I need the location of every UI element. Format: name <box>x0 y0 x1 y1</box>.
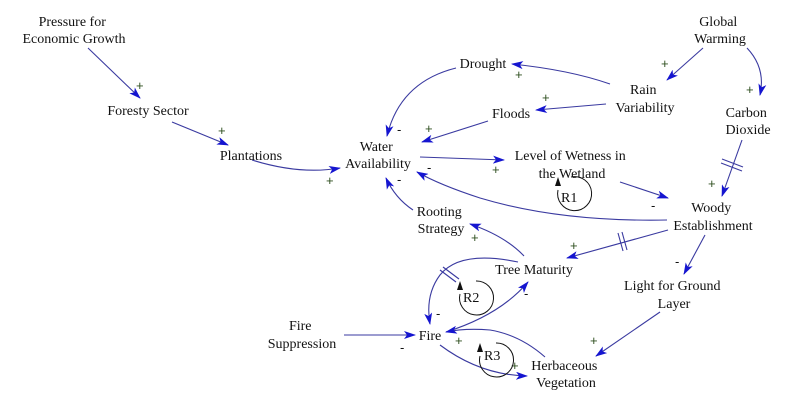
node-rooting-strategy: Rooting Strategy <box>417 205 466 237</box>
link-global-to-rain <box>666 47 704 81</box>
polarity-suppression-fire: - <box>400 340 404 355</box>
link-floods-to-water <box>421 120 489 143</box>
polarity-light-herb: + <box>590 333 598 348</box>
node-fire: Fire <box>419 329 442 344</box>
link-woody-to-water <box>416 171 668 221</box>
polarity-global-carbon: + <box>746 82 754 97</box>
node-global-warming: Global Warming <box>694 15 746 47</box>
node-floods: Floods <box>492 107 530 122</box>
link-plantations-to-water <box>251 159 341 174</box>
delay-mark-woody-tree-2 <box>621 231 628 251</box>
polarity-global-rain: + <box>661 56 669 71</box>
polarity-rain-floods: + <box>542 90 550 105</box>
polarity-pressure-forestry: + <box>136 78 144 93</box>
loop-r1-arrow-icon <box>555 177 561 186</box>
link-light-to-herb <box>595 311 661 357</box>
polarity-wetness-woody: - <box>651 198 655 213</box>
link-pressure-to-forestry <box>87 47 141 99</box>
node-herbaceous-vegetation: Herbaceous Vegetation <box>531 359 601 391</box>
link-carbon-to-woody <box>721 139 743 197</box>
loop-r1: R1 <box>555 176 593 212</box>
polarity-fire-tree: - <box>524 286 528 301</box>
link-tree-to-fire <box>424 257 519 325</box>
polarity-herb-fire: + <box>455 333 463 348</box>
link-drought-to-water <box>385 67 457 137</box>
loop-r3-arrow-icon <box>477 343 483 352</box>
link-rain-to-drought <box>511 61 611 85</box>
node-fire-suppression: Fire Suppression <box>268 319 336 352</box>
node-drought: Drought <box>460 57 507 72</box>
node-level-of-wetness: Level of Wetness in the Wetland <box>515 149 629 182</box>
link-tree-to-rooting <box>469 223 525 257</box>
loop-r1-circle <box>557 176 593 212</box>
polarity-forestry-plantations: + <box>218 123 226 138</box>
polarity-floods-water: + <box>425 121 433 136</box>
link-woody-to-tree <box>566 229 669 259</box>
loop-r2-label: R2 <box>463 291 479 306</box>
node-carbon-dioxide: Carbon Dioxide <box>725 106 770 138</box>
link-water-to-wetness <box>419 155 505 164</box>
node-light-for-ground-layer: Light for Ground Layer <box>624 279 724 312</box>
polarity-tree-rooting: + <box>471 230 479 245</box>
polarity-carbon-woody: + <box>708 176 716 191</box>
loop-r1-label: R1 <box>561 191 577 206</box>
loop-r2: R2 <box>457 280 495 316</box>
delay-mark-tree-fire <box>439 269 457 283</box>
delay-mark-carbon-woody-2 <box>720 162 743 172</box>
link-woody-to-light <box>683 234 706 275</box>
delay-mark-tree-fire-2 <box>442 266 460 280</box>
polarity-drought-water: - <box>397 122 401 137</box>
node-tree-maturity: Tree Maturity <box>495 263 573 278</box>
node-plantations: Plantations <box>220 149 282 164</box>
loop-r2-arrow-icon <box>457 281 463 290</box>
link-forestry-to-plantations <box>171 121 229 146</box>
loop-r2-circle <box>459 280 495 316</box>
loop-r3-circle <box>479 342 515 378</box>
link-global-to-carbon <box>746 47 767 96</box>
polarity-woody-water: - <box>427 160 431 175</box>
polarity-fire-herb: + <box>511 358 519 373</box>
node-rain-variability: Rain Variability <box>615 83 674 116</box>
polarity-woody-light: - <box>675 254 679 269</box>
loop-r3: R3 <box>477 342 515 378</box>
node-forestry-sector: Foresty Sector <box>107 104 189 119</box>
delay-mark-woody-tree <box>617 232 624 252</box>
link-wetness-to-woody <box>619 181 669 199</box>
node-pressure-for-economic-growth: Pressure for Economic Growth <box>22 15 125 47</box>
node-woody-establishment: Woody Establishment <box>673 201 752 234</box>
polarity-water-wetness: + <box>492 162 500 177</box>
link-rooting-to-water <box>385 177 414 211</box>
link-rain-to-floods <box>535 103 607 114</box>
link-herb-to-fire <box>445 325 546 358</box>
polarity-rooting-water: - <box>397 172 401 187</box>
polarity-woody-tree: + <box>570 238 578 253</box>
polarity-tree-fire: - <box>436 306 440 321</box>
polarity-rain-drought: + <box>515 67 523 82</box>
delay-mark-carbon-woody <box>721 158 744 168</box>
node-water-availability: Water Availability <box>345 140 411 172</box>
loop-r3-label: R3 <box>484 349 500 364</box>
polarity-plantations-water: + <box>326 173 334 188</box>
